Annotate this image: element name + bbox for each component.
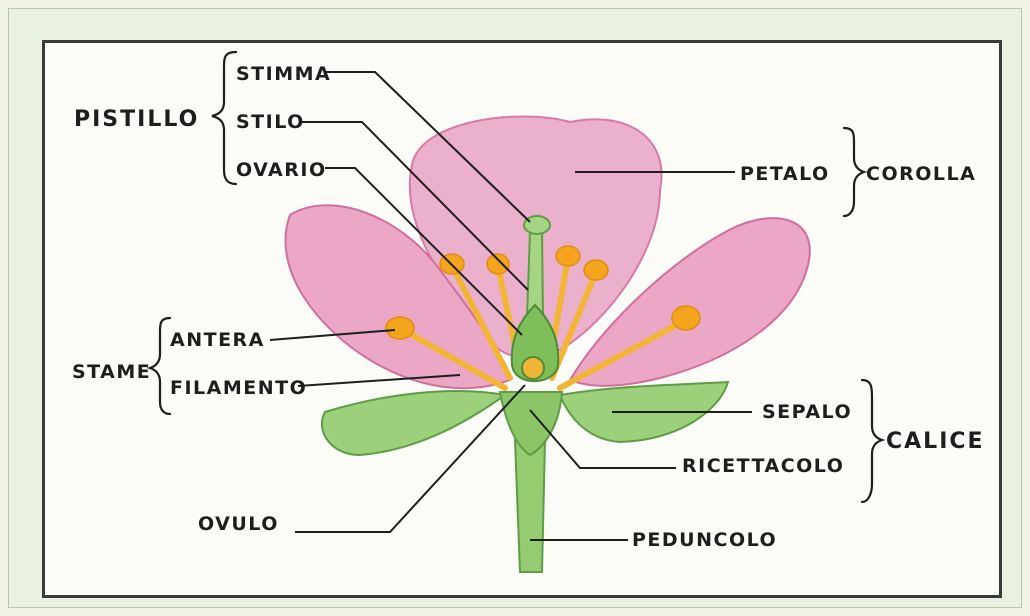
label-stilo: STILO bbox=[236, 111, 305, 133]
brace-pistillo bbox=[212, 52, 236, 184]
label-peduncolo: PEDUNCOLO bbox=[632, 529, 777, 551]
ovule bbox=[522, 357, 544, 379]
peduncle-group bbox=[500, 392, 562, 572]
label-ovario: OVARIO bbox=[236, 159, 327, 181]
sepal-left bbox=[322, 391, 505, 455]
brace-corolla bbox=[844, 128, 864, 216]
label-stame: STAME bbox=[72, 361, 151, 383]
label-ovulo: OVULO bbox=[198, 513, 279, 535]
brace-stame bbox=[150, 318, 170, 414]
brace-calice bbox=[862, 380, 882, 502]
label-filamento: FILAMENTO bbox=[170, 377, 307, 399]
label-antera: ANTERA bbox=[170, 329, 265, 351]
label-corolla: COROLLA bbox=[866, 163, 976, 185]
label-ricettacolo: RICETTACOLO bbox=[682, 455, 844, 477]
label-sepalo: SEPALO bbox=[762, 401, 852, 423]
label-petalo: PETALO bbox=[740, 163, 830, 185]
label-pistillo: PISTILLO bbox=[74, 107, 199, 132]
label-calice: CALICE bbox=[886, 429, 985, 454]
label-stimma: STIMMA bbox=[236, 63, 331, 85]
peduncle bbox=[515, 440, 545, 572]
